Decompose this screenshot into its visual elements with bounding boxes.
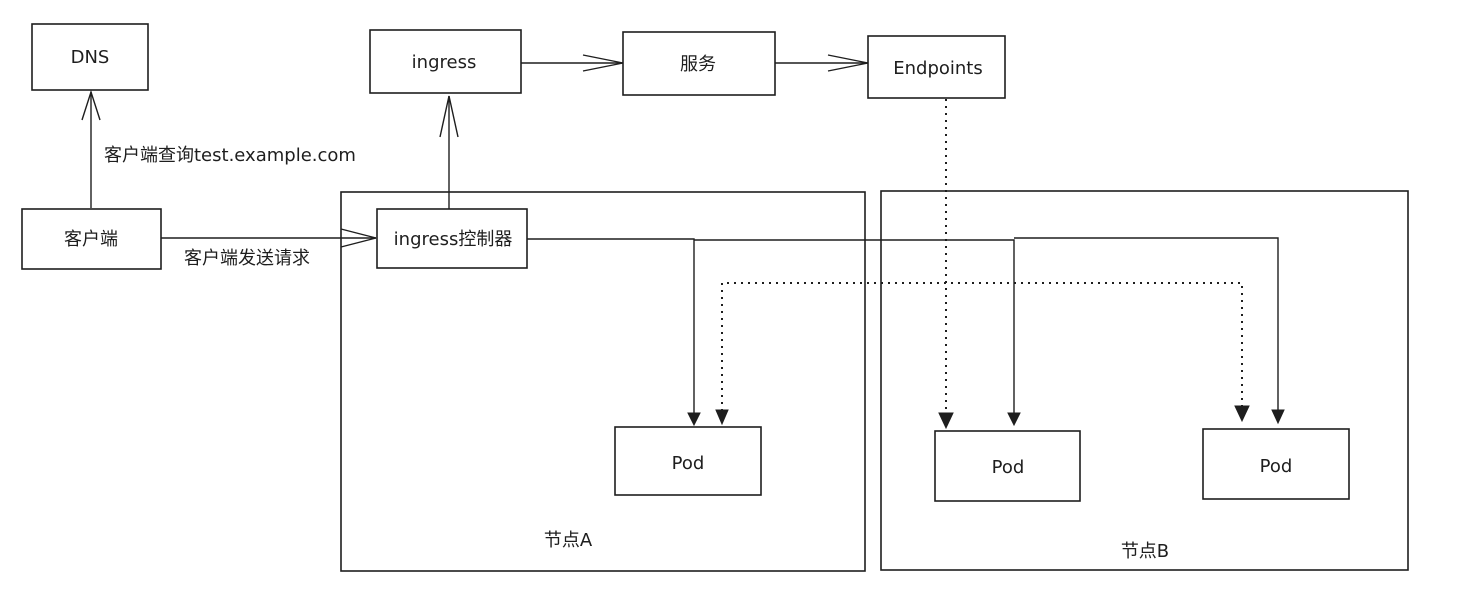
controller-to-ingress-arrowhead (439, 95, 459, 138)
ingress-node: ingress (369, 29, 522, 94)
endpoints-node: Endpoints (867, 35, 1006, 99)
controller-to-pod-a-arrowhead (687, 412, 701, 427)
ingress-controller-box (376, 208, 528, 269)
service-box (622, 31, 776, 96)
service-label: 服务 (680, 54, 716, 75)
client-to-controller-edge-label: 客户端发送请求 (184, 248, 310, 269)
pod-b2-label: Pod (1260, 456, 1293, 477)
pod-b1-box (934, 430, 1081, 502)
node-b-border (880, 190, 1409, 571)
pod-b1-label: Pod (992, 457, 1025, 478)
client-to-dns-arrowhead (81, 89, 101, 121)
endpoints-to-pod-a-arrowhead (715, 409, 729, 426)
dns-node: DNS (31, 23, 149, 91)
pod-b2-node: Pod (1202, 428, 1350, 500)
pod-a-box (614, 426, 762, 496)
node-b-label: 节点B (1121, 541, 1169, 562)
client-box (21, 208, 162, 270)
controller-to-pod-b2-arrowhead (1271, 409, 1285, 425)
client-to-dns-edge-label: 客户端查询test.example.com (104, 145, 356, 166)
endpoints-to-pod-b2-arrowhead (1234, 405, 1250, 423)
controller-to-pod-b1-line (694, 239, 1015, 414)
pod-a-label: Pod (672, 453, 705, 474)
node-a-group: 节点A (340, 191, 866, 572)
ingress-box (369, 29, 522, 94)
endpoints-label: Endpoints (893, 58, 983, 79)
controller-to-pod-b1-arrowhead (1007, 412, 1021, 427)
node-b-group: 节点B (880, 190, 1409, 571)
endpoints-box (867, 35, 1006, 99)
client-label: 客户端 (64, 229, 118, 250)
ingress-controller-label: ingress控制器 (394, 229, 513, 250)
node-a-label: 节点A (544, 530, 593, 551)
client-to-controller-arrowhead (340, 228, 377, 248)
node-a-border (340, 191, 866, 572)
pod-b1-node: Pod (934, 430, 1081, 502)
dns-box (31, 23, 149, 91)
endpoints-to-pod-b1-arrowhead (938, 412, 954, 430)
ingress-controller-node: ingress控制器 (376, 208, 528, 269)
controller-to-pod-b2-line (1014, 237, 1279, 411)
dns-label: DNS (71, 47, 110, 68)
pod-a-node: Pod (614, 426, 762, 496)
controller-to-pod-a-line (527, 238, 695, 414)
endpoints-to-pod-a-dotted-line (721, 282, 1243, 411)
client-node: 客户端 (21, 208, 162, 270)
service-node: 服务 (622, 31, 776, 96)
pod-b2-box (1202, 428, 1350, 500)
ingress-label: ingress (412, 52, 477, 73)
